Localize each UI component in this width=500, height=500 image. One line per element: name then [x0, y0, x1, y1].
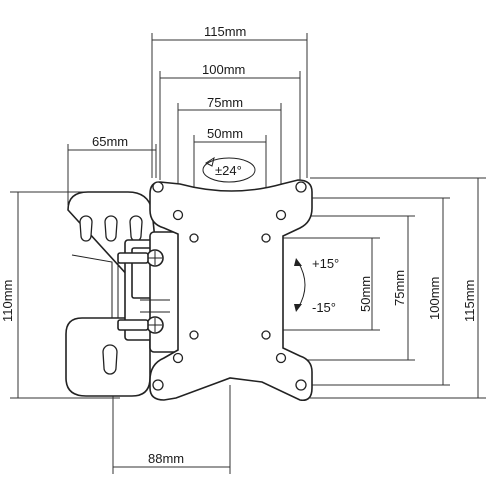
hinge-bolt-upper [117, 249, 164, 267]
dim-rotation: ±24° [215, 163, 242, 178]
tilt-indicator [294, 258, 306, 312]
rotation-indicator [202, 156, 256, 183]
top-dimension-lines [151, 33, 308, 232]
tilt-up-label: +15° [312, 256, 339, 271]
keyhole-slot-lower [102, 344, 118, 375]
dim-top-75: 75mm [207, 95, 243, 110]
dim-right-50: 50mm [358, 276, 373, 312]
dim-right-75: 75mm [392, 270, 407, 306]
dim-right-100: 100mm [427, 277, 442, 320]
hinge-bolt-lower [117, 316, 164, 334]
dim-right-115: 115mm [462, 280, 477, 322]
tilt-down-label: -15° [312, 300, 336, 315]
dim-bottom-88: 88mm [148, 451, 184, 466]
dim-left-arm-65: 65mm [92, 134, 128, 149]
vesa-plate [149, 179, 313, 402]
swivel-arm [117, 231, 181, 353]
dim-left-height-110: 110mm [0, 280, 15, 322]
keyhole-slots-upper [79, 215, 143, 242]
vesa-mounting-holes [152, 181, 307, 391]
left-dimension-lines [10, 144, 157, 399]
dim-top-115: 115mm [204, 24, 246, 39]
dim-top-50: 50mm [207, 126, 243, 141]
bottom-dimension-lines [112, 385, 231, 474]
dim-top-100: 100mm [202, 62, 245, 77]
right-dimension-lines [270, 177, 486, 399]
